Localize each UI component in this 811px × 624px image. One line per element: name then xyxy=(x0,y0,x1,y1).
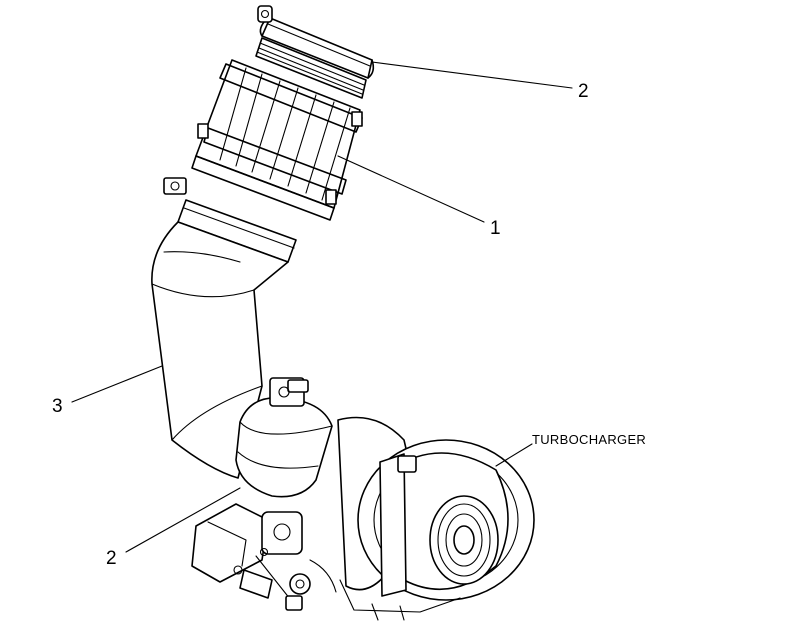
filter-sleeve-assembly xyxy=(163,37,367,263)
leader-line-turbocharger xyxy=(495,443,533,467)
leader-line-clamp-bottom xyxy=(125,487,241,553)
label-turbocharger: TURBOCHARGER xyxy=(532,432,646,447)
turbocharger xyxy=(337,416,535,621)
leader-line-clamp-top xyxy=(371,61,573,89)
leader-line-sleeve xyxy=(337,155,485,223)
upper-hose-clamp xyxy=(257,5,375,79)
wastegate-actuator xyxy=(191,503,337,611)
callout-clamp-top: 2 xyxy=(578,81,589,102)
callout-sleeve: 1 xyxy=(490,218,501,239)
leader-line-elbow xyxy=(71,365,163,403)
callout-clamp-bottom: 2 xyxy=(106,548,117,569)
lower-hose-clamp xyxy=(235,377,333,498)
callout-elbow: 3 xyxy=(52,396,63,417)
